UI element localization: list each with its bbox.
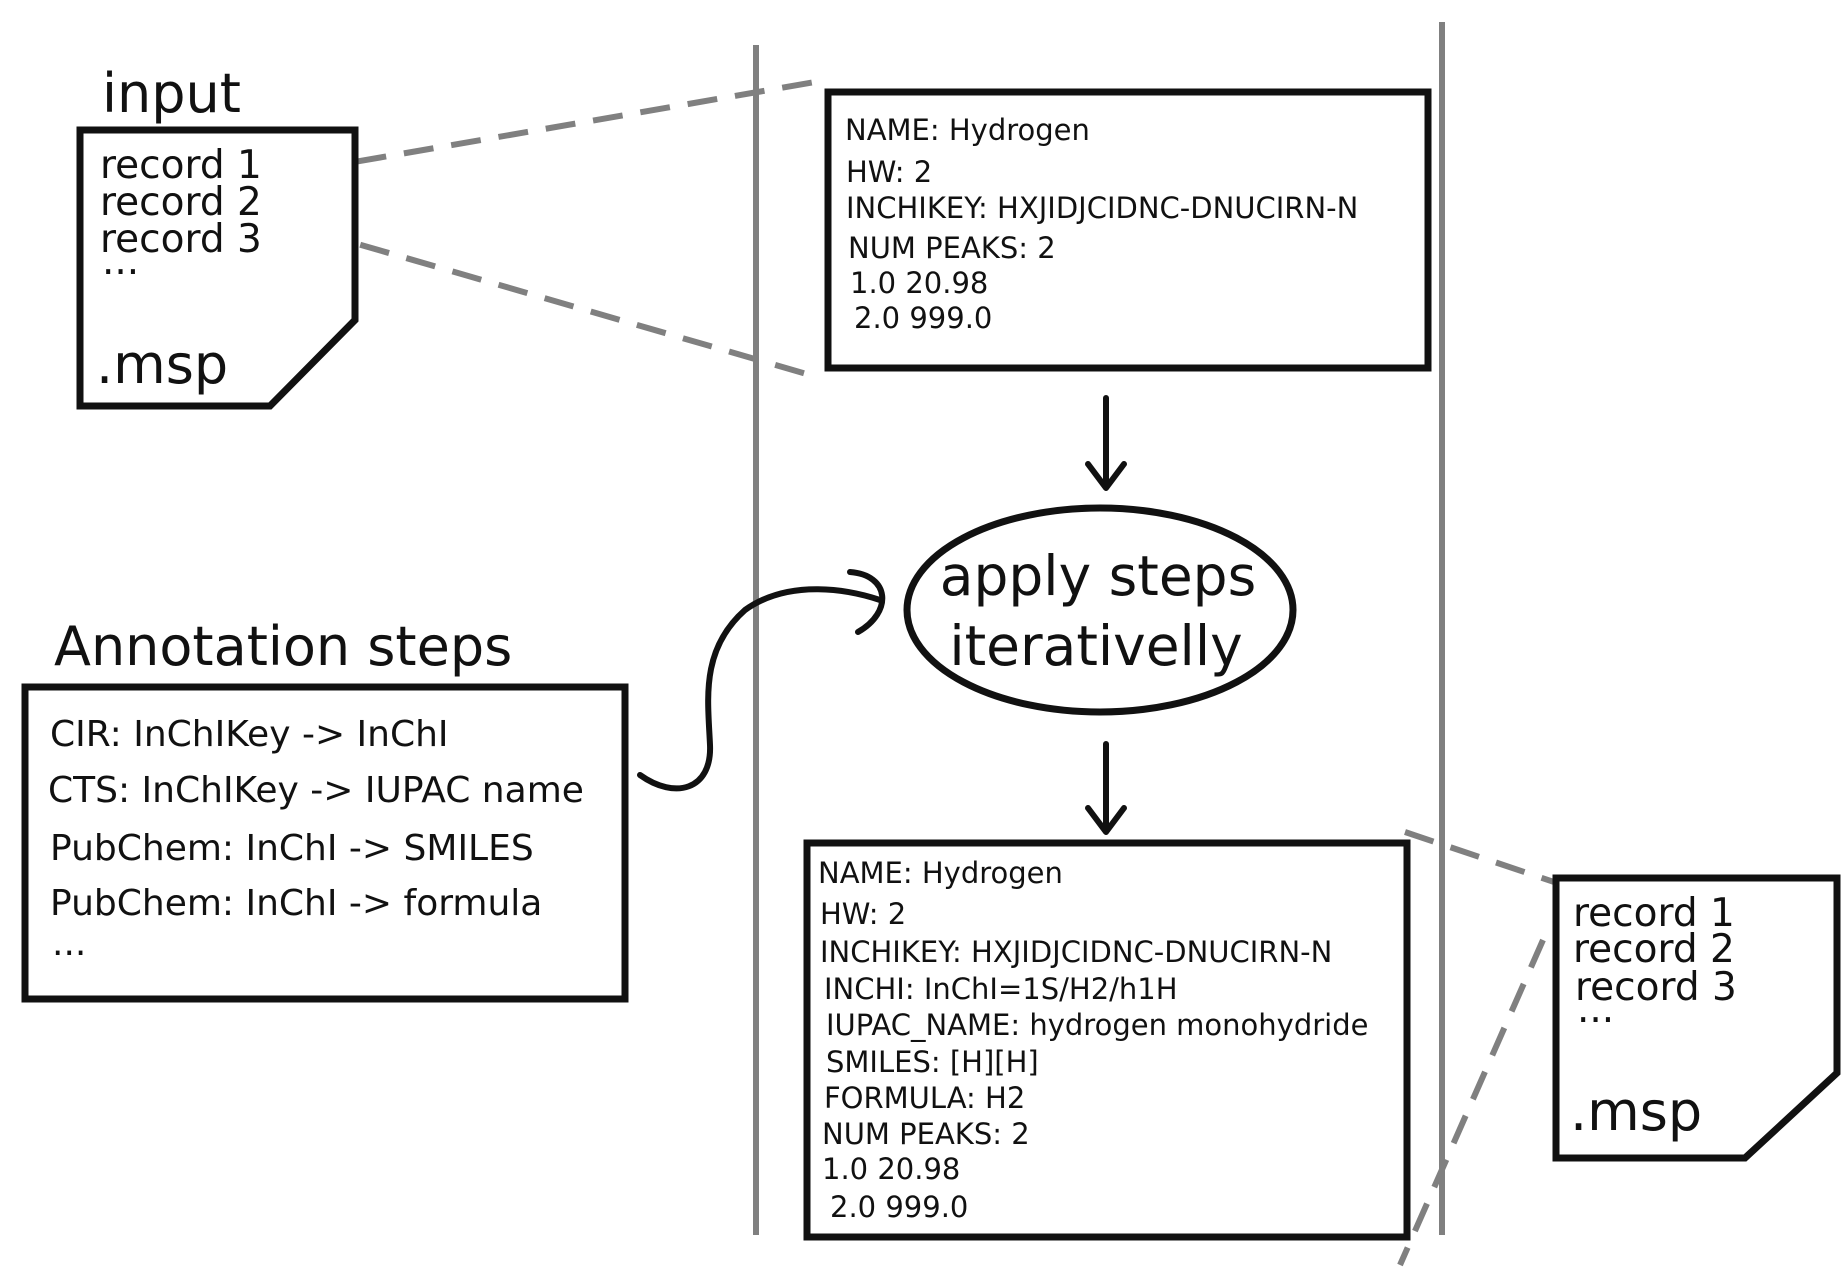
input-file-extension: .msp [96, 333, 228, 396]
output-record-ellipsis: ... [1577, 987, 1614, 1032]
output-file-shape [1552, 874, 1841, 1162]
record-field-inchikey: INCHIKEY: HXJIDJCIDNC-DNUCIRN-N [846, 191, 1358, 225]
output-record-2: record 2 [1573, 927, 1735, 972]
record-field-hw: HW: 2 [846, 155, 932, 189]
record-field-name: NAME: Hydrogen [845, 113, 1090, 147]
annotation-step-cts: CTS: InChIKey -> IUPAC name [48, 770, 584, 811]
output-file-extension: .msp [1570, 1080, 1702, 1143]
process-node: apply steps iterativelly [903, 504, 1297, 716]
process-ellipse [903, 504, 1297, 716]
curved-arrow-steps-to-process [637, 569, 886, 792]
result-field-inchi: INCHI: InChI=1S/H2/h1H [824, 972, 1178, 1006]
annotation-steps-frame [21, 683, 629, 1003]
result-field-iupac-name: IUPAC_NAME: hydrogen monohydride [826, 1008, 1368, 1042]
annotation-step-pubchem-smiles: PubChem: InChI -> SMILES [50, 828, 534, 869]
result-peak-1: 1.0 20.98 [822, 1152, 960, 1186]
input-file-shape [76, 126, 359, 410]
result-field-smiles: SMILES: [H][H] [826, 1045, 1039, 1079]
result-field-inchikey: INCHIKEY: HXJIDJCIDNC-DNUCIRN-N [820, 935, 1332, 969]
annotation-step-ellipsis: ... [52, 923, 86, 964]
process-label-line1: apply steps [940, 544, 1256, 608]
result-peak-2: 2.0 999.0 [830, 1190, 968, 1224]
down-arrow-to-process [1085, 395, 1127, 491]
input-record-1: record 1 [100, 143, 262, 188]
input-record-ellipsis: ... [102, 239, 139, 284]
record-box-frame [824, 88, 1432, 372]
result-field-name: NAME: Hydrogen [818, 856, 1063, 890]
annotation-steps: Annotation steps CIR: InChIKey -> InChI … [21, 615, 629, 1003]
annotation-steps-title: Annotation steps [54, 615, 512, 678]
annotation-step-pubchem-formula: PubChem: InChI -> formula [50, 883, 542, 924]
annotation-step-cir: CIR: InChIKey -> InChI [50, 714, 449, 755]
output-record-1: record 1 [1573, 891, 1735, 936]
dashed-connector-output-top [1404, 829, 1573, 891]
record-box: NAME: Hydrogen HW: 2 INCHIKEY: HXJIDJCID… [824, 88, 1432, 372]
record-peak-1: 1.0 20.98 [850, 266, 988, 300]
input-file-title: input [102, 62, 241, 125]
result-field-formula: FORMULA: H2 [824, 1081, 1025, 1115]
result-field-hw: HW: 2 [820, 897, 906, 931]
output-record-3: record 3 [1575, 965, 1737, 1010]
output-file: record 1 record 2 record 3 ... .msp [1552, 874, 1841, 1162]
input-record-2: record 2 [100, 180, 262, 225]
dashed-connector-output-bottom [1397, 938, 1546, 1267]
record-peak-2: 2.0 999.0 [854, 301, 992, 335]
result-box-frame [803, 839, 1411, 1241]
record-field-num-peaks: NUM PEAKS: 2 [848, 231, 1056, 265]
input-record-3: record 3 [100, 217, 262, 262]
result-box: NAME: Hydrogen HW: 2 INCHIKEY: HXJIDJCID… [803, 839, 1411, 1241]
result-field-num-peaks: NUM PEAKS: 2 [822, 1117, 1030, 1151]
process-label-line2: iterativelly [949, 614, 1242, 678]
down-arrow-to-result [1085, 741, 1127, 835]
input-file: input record 1 record 2 record 3 ... .ms… [76, 62, 359, 410]
